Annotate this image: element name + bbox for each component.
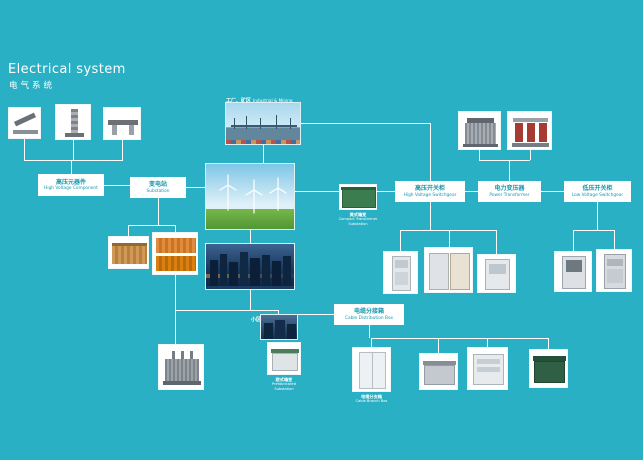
node-power-transformer-zh: 电力变压器 [494,185,525,193]
product-image-box-substation[interactable] [339,184,377,210]
connector-line [573,230,574,251]
caption-prefab-substation-en: Prefabricated Substation [271,382,297,392]
caption-industrial-zh: 工厂、矿区 [226,98,252,104]
connector-line [71,160,72,174]
caption-cable-branch-box-en: Cable Branch Box [355,399,388,404]
product-image-switchgear-4[interactable] [554,251,592,292]
product-image-hv-component-3[interactable] [103,107,141,140]
page-title: Electrical system [8,62,126,77]
node-high-voltage-switchgear-en: High Voltage Switchgear [403,192,457,198]
connector-line [541,191,564,192]
connector-line [430,123,431,181]
node-substation-zh: 变电站 [148,181,167,189]
connector-line [614,230,615,249]
connector-line [479,160,530,161]
connector-line [175,275,176,344]
photo-renewable-energy[interactable] [205,163,295,230]
wind-turbines-graphic [219,174,287,214]
caption-prefab-substation-zh: 欧式箱变 [275,377,293,382]
connector-line [298,314,334,315]
node-high-voltage-component-zh: 高压元器件 [55,178,86,186]
connector-line [250,290,251,310]
connector-line [530,150,531,160]
connector-line [73,140,74,160]
connector-line [465,191,478,192]
connector-line [400,230,496,231]
photo-city[interactable] [205,243,295,290]
connector-line [24,139,25,160]
node-high-voltage-component[interactable]: 高压元器件 High Voltage Component [38,174,104,196]
product-image-hv-component-2[interactable] [55,104,91,140]
connector-line [186,187,205,188]
product-image-switchgear-1[interactable] [383,251,418,294]
node-high-voltage-component-en: High Voltage Component [44,186,98,192]
node-cable-distribution-box-en: Cable Distribution Box [345,315,393,321]
node-high-voltage-switchgear[interactable]: 高压开关柜 High Voltage Switchgear [395,181,465,202]
connector-line [24,160,123,161]
connector-line [479,150,480,160]
connector-line [430,202,431,230]
connector-line [548,338,549,349]
caption-cable-branch-box-zh: 电缆分支箱 [361,394,382,399]
product-image-prefab-substation[interactable] [267,342,301,375]
photo-residential-area[interactable] [260,314,298,340]
connector-line [438,338,439,353]
connector-line [263,145,264,163]
connector-line [104,185,130,186]
connector-line [250,230,251,243]
node-cable-distribution-box[interactable]: 电缆分接箱 Cable Distribution Box [334,304,404,325]
caption-box-substation-en: Compact Transformer Substation [338,217,378,227]
connector-line [369,325,370,338]
connector-line [175,225,176,232]
connector-line [301,123,430,124]
page-subtitle: 电气系统 [9,81,56,91]
node-substation[interactable]: 变电站 Substation [130,177,186,198]
connector-line [158,198,159,225]
node-low-voltage-switchgear[interactable]: 低压开关柜 Low Voltage Switchgear [564,181,631,202]
product-image-distribution-box-2[interactable] [419,353,458,390]
product-image-container-substation-2[interactable] [152,232,198,275]
product-image-switchgear-5[interactable] [596,249,632,292]
connector-line [400,230,401,251]
node-high-voltage-switchgear-zh: 高压开关柜 [414,185,445,193]
node-low-voltage-switchgear-zh: 低压开关柜 [582,185,613,193]
photo-industrial-area[interactable] [225,102,301,145]
product-image-hv-component-1[interactable] [8,107,41,139]
node-power-transformer-en: Power Transformer [489,192,530,198]
product-image-oil-transformer[interactable] [458,111,501,150]
connector-line [449,230,450,247]
connector-line [597,202,598,230]
caption-prefab-substation: 欧式箱变 Prefabricated Substation [262,377,306,392]
caption-residential-zh: 小区 [251,317,262,323]
product-image-oil-transformer-2[interactable] [158,344,204,390]
connector-line [295,191,339,192]
caption-box-substation-zh: 美式箱变 [349,212,367,217]
node-cable-distribution-box-zh: 电缆分接箱 [353,308,384,316]
connector-line [175,310,278,311]
connector-line [128,225,175,226]
product-image-dry-transformer[interactable] [507,111,552,150]
connector-line [377,191,395,192]
node-low-voltage-switchgear-en: Low Voltage Switchgear [571,192,624,198]
caption-cable-branch-box: 电缆分支箱 Cable Branch Box [347,394,396,404]
product-image-distribution-box-3[interactable] [467,347,508,390]
connector-line [487,338,488,347]
connector-line [509,160,510,181]
product-image-switchgear-2[interactable] [424,247,473,293]
product-image-switchgear-3[interactable] [477,254,516,293]
connector-line [122,140,123,160]
connector-line [371,338,372,347]
product-image-container-substation-1[interactable] [108,236,149,269]
connector-line [128,225,129,236]
caption-box-substation: 美式箱变 Compact Transformer Substation [336,212,380,227]
connector-line [573,230,614,231]
connector-line [371,338,548,339]
connector-line [278,310,279,314]
node-substation-en: Substation [146,188,170,194]
connector-line [496,230,497,254]
node-power-transformer[interactable]: 电力变压器 Power Transformer [478,181,541,202]
product-image-distribution-box-4[interactable] [529,349,568,388]
product-image-cable-branch-box[interactable] [352,347,391,392]
